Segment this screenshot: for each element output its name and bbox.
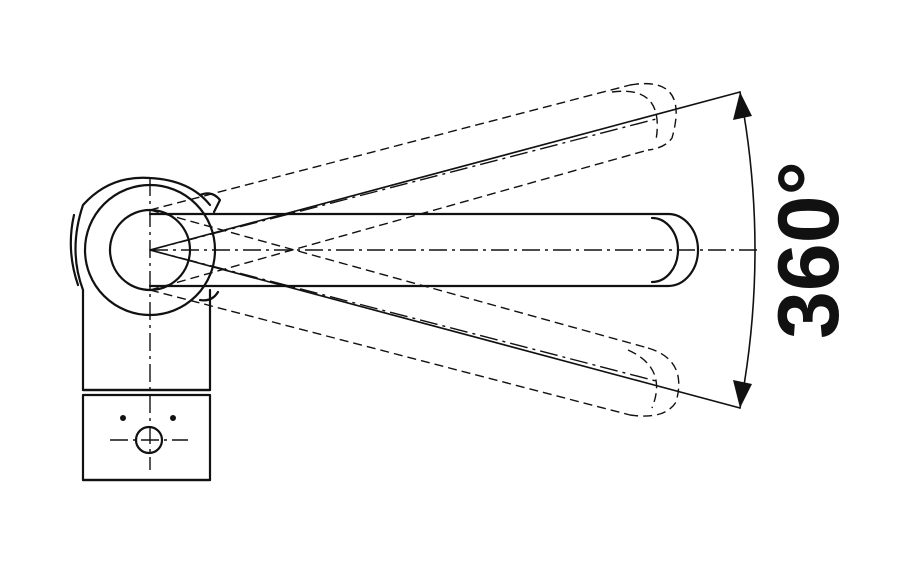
arrowhead-bottom	[733, 380, 752, 408]
rotation-extension-lines	[149, 91, 741, 409]
arrowhead-top	[733, 92, 752, 120]
spout-lower-position	[149, 209, 680, 417]
faucet-base	[81, 288, 212, 482]
spout-upper-position	[149, 83, 677, 291]
mounting-hole-right	[170, 415, 176, 421]
rotation-angle-label: 360°	[761, 161, 857, 339]
centerlines	[110, 117, 760, 470]
rotation-arc	[733, 91, 756, 409]
base-plate	[81, 393, 212, 482]
mounting-hole-left	[120, 415, 126, 421]
